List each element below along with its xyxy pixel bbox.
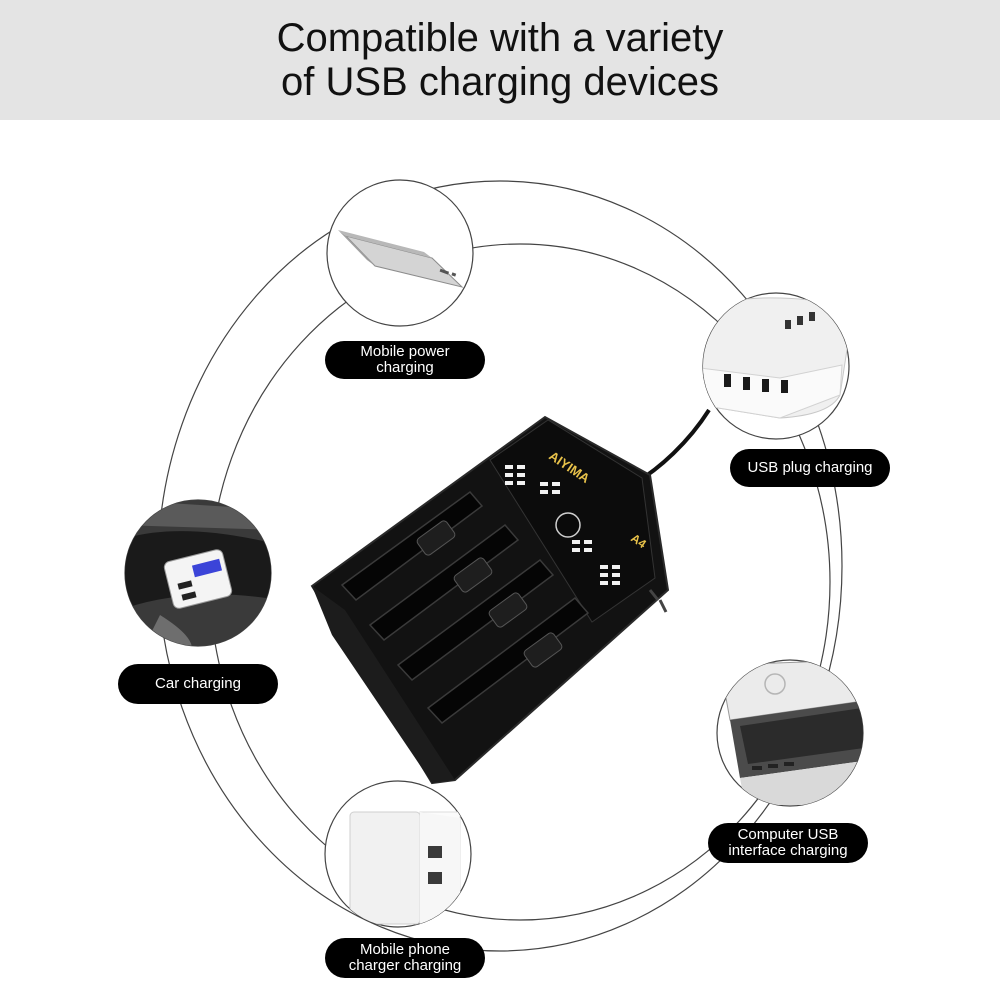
status-led (612, 565, 620, 569)
status-led (584, 548, 592, 552)
phone-charger-label-line-2: charger charging (348, 957, 462, 974)
slot-slider-1 (416, 520, 456, 556)
power-bank-icon (338, 230, 464, 288)
phone-charger-label-line-1: Mobile phone (359, 941, 451, 958)
car-charger-icon (125, 500, 271, 646)
car-charger-bubble (124, 499, 272, 647)
mobile-power-label-line-2: charging (376, 359, 434, 376)
status-led (517, 473, 525, 477)
mode-button (555, 512, 581, 538)
status-led (572, 548, 580, 552)
car-label-text: Car charging (155, 675, 241, 692)
battery-slot-1 (340, 490, 484, 602)
status-led (612, 573, 620, 577)
mobile-power-charging-label: Mobile power charging (325, 341, 485, 379)
status-led (540, 482, 548, 486)
wall-charger-icon (349, 811, 461, 925)
status-led (572, 540, 580, 544)
battery-charger: AIYIMA A4 (310, 408, 711, 785)
battery-slots (340, 490, 590, 725)
banner-title-line-2: of USB charging devices (280, 60, 719, 104)
car-charging-label: Car charging (118, 664, 278, 704)
status-led (600, 581, 608, 585)
computer-label-line-2: interface charging (728, 842, 848, 859)
mobile-power-label-line-1: Mobile power (360, 343, 450, 360)
computer-usb-charging-label: Computer USB interface charging (708, 823, 868, 863)
usb-plug-label-text: USB plug charging (747, 459, 873, 476)
usb-power-strip-bubble (702, 292, 850, 440)
slot-slider-4 (523, 632, 563, 668)
battery-slot-2 (368, 523, 520, 642)
status-led (505, 481, 513, 485)
laptop-bubble (716, 659, 864, 807)
status-led (517, 481, 525, 485)
usb-plug-charging-label: USB plug charging (730, 449, 890, 487)
phone-charger-charging-label: Mobile phone charger charging (325, 938, 485, 978)
laptop-icon (719, 660, 863, 805)
status-led (552, 490, 560, 494)
battery-slot-4 (426, 596, 590, 725)
status-led (517, 465, 525, 469)
usb-power-strip-icon (703, 297, 849, 419)
slot-sliders (416, 520, 563, 668)
status-led (612, 581, 620, 585)
status-led (552, 482, 560, 486)
banner-title-line-1: Compatible with a variety (276, 16, 724, 60)
battery-slot-3 (396, 558, 555, 682)
wall-charger-bubble (324, 780, 472, 928)
status-led (600, 573, 608, 577)
title-banner: Compatible with a variety of USB chargin… (0, 0, 1000, 120)
status-led (600, 565, 608, 569)
status-led (584, 540, 592, 544)
power-bank-bubble (326, 179, 474, 327)
status-leds (505, 465, 620, 585)
status-led (505, 473, 513, 477)
status-led (505, 465, 513, 469)
vent-grille (648, 589, 668, 613)
charger-side (312, 586, 455, 783)
slot-slider-2 (453, 557, 493, 593)
slot-slider-3 (488, 592, 528, 628)
status-led (540, 490, 548, 494)
computer-label-line-1: Computer USB (737, 826, 839, 843)
